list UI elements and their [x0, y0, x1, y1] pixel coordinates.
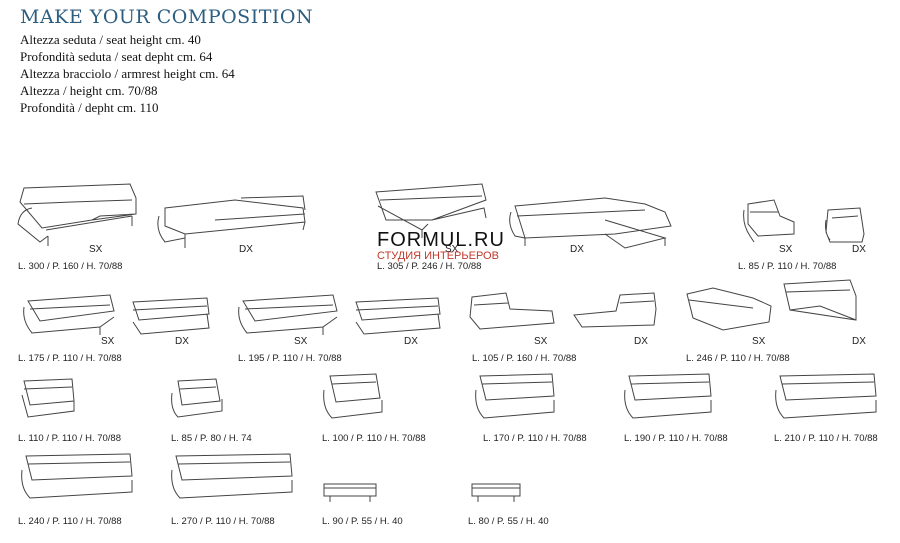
sofa-drawing-sofa-246-dx [783, 279, 857, 321]
sofa-drawing-sofa-175-dx [132, 297, 210, 335]
spec-seat-height: Altezza seduta / seat height cm. 40 [20, 32, 201, 47]
module-dims: L. 240 / P. 110 / H. 70/88 [18, 516, 122, 527]
side-dx-3: DX [852, 244, 866, 255]
module-dims: L. 90 / P. 55 / H. 40 [322, 516, 403, 527]
sofa-drawing-190 [624, 373, 712, 419]
sofa-drawing-270 [171, 453, 293, 499]
side-sx: SX [294, 336, 308, 347]
side-sx: SX [534, 336, 548, 347]
module-dims: L. 175 / P. 110 / H. 70/88 [18, 353, 122, 364]
module-dims: L. 270 / P. 110 / H. 70/88 [171, 516, 275, 527]
sofa-drawing-chaise-105-sx [469, 292, 555, 330]
spec-seat-depth: Profondità seduta / seat depht cm. 64 [20, 49, 213, 64]
side-sx-2: SX [445, 244, 459, 255]
sofa-drawing-corner-dx [157, 195, 306, 248]
ottoman-drawing-90 [323, 483, 377, 502]
sofa-drawing-sofa-175-sx [23, 294, 115, 335]
side-dx: DX [634, 336, 648, 347]
sofa-drawing-sofa-195-dx [355, 297, 441, 335]
watermark-brand: FORMUL.RU [377, 229, 505, 251]
side-sx-3: SX [779, 244, 793, 255]
armchair-drawing-85 [171, 378, 223, 418]
module-dims: L. 80 / P. 55 / H. 40 [468, 516, 549, 527]
sofa-drawing-chaise-105-dx [573, 292, 657, 328]
page-title: MAKE YOUR COMPOSITION [20, 6, 314, 28]
side-dx: DX [852, 336, 866, 347]
side-dx-2: DX [570, 244, 584, 255]
side-dx-1: DX [239, 244, 253, 255]
spec-depth: Profondità / depht cm. 110 [20, 100, 159, 115]
side-dx: DX [404, 336, 418, 347]
module-dims: L. 190 / P. 110 / H. 70/88 [624, 433, 728, 444]
module-dims: L. 110 / P. 110 / H. 70/88 [18, 433, 121, 444]
sofa-drawing-210 [775, 373, 877, 419]
sofa-drawing-sofa-195-sx [238, 294, 338, 335]
watermark-tagline: СТУДИЯ ИНТЕРЬЕРОВ [377, 250, 499, 262]
sofa-drawing-large-corner-sx [375, 183, 487, 238]
armchair-drawing-100 [323, 373, 383, 419]
sofa-drawing-240 [21, 453, 133, 499]
module-dims: L. 210 / P. 110 / H. 70/88 [774, 433, 878, 444]
sofa-drawing-corner-sx [17, 183, 137, 246]
sofa-drawing-armchair-dx [825, 207, 865, 243]
module-dims: L. 105 / P. 160 / H. 70/88 [472, 353, 577, 364]
module-dims: L. 100 / P. 110 / H. 70/88 [322, 433, 426, 444]
spec-height: Altezza / height cm. 70/88 [20, 83, 158, 98]
module-dims: L. 305 / P. 246 / H. 70/88 [377, 261, 482, 272]
side-dx: DX [175, 336, 189, 347]
module-dims: L. 195 / P. 110 / H. 70/88 [238, 353, 342, 364]
module-dims: L. 85 / P. 80 / H. 74 [171, 433, 252, 444]
side-sx-1: SX [89, 244, 103, 255]
module-dims: L. 300 / P. 160 / H. 70/88 [18, 261, 123, 272]
ottoman-drawing-80 [471, 483, 521, 502]
module-dims: L. 170 / P. 110 / H. 70/88 [483, 433, 587, 444]
spec-armrest-height: Altezza bracciolo / armrest height cm. 6… [20, 66, 235, 81]
module-dims: L. 246 / P. 110 / H. 70/88 [686, 353, 790, 364]
armchair-drawing-110 [21, 378, 75, 418]
sofa-drawing-large-corner-dx [509, 197, 672, 249]
sofa-drawing-chaise-sx [743, 199, 795, 243]
sofa-drawing-sofa-246-sx [686, 287, 772, 331]
side-sx: SX [101, 336, 115, 347]
side-sx: SX [752, 336, 766, 347]
sofa-drawing-170 [475, 373, 555, 419]
module-dims: L. 85 / P. 110 / H. 70/88 [738, 261, 837, 272]
